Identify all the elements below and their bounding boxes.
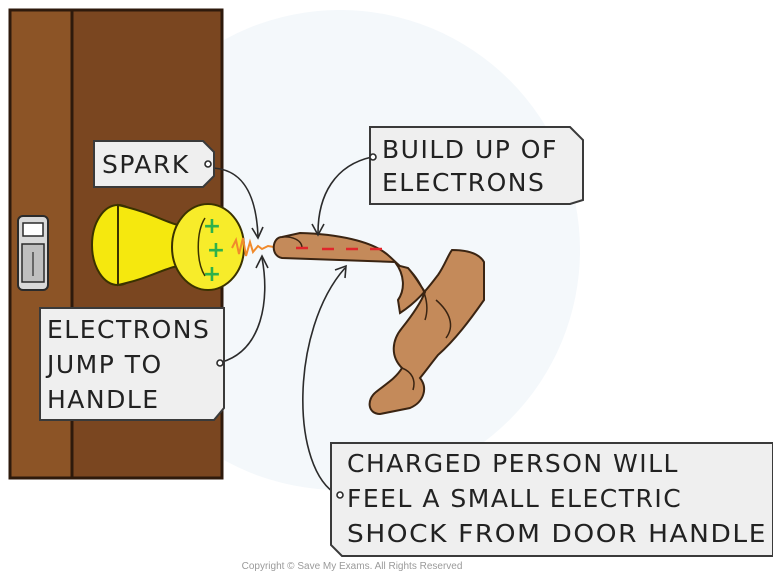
person-arrowhead (334, 264, 347, 279)
copyright-text: Copyright © Save My Exams. All Rights Re… (242, 561, 463, 571)
plus-charge: + (207, 238, 225, 263)
buildup-leader (317, 156, 373, 234)
jump-arrowhead (255, 254, 269, 269)
spark-leader (209, 167, 259, 237)
negative-charges (296, 246, 382, 251)
plus-charge: + (203, 262, 221, 287)
buildup-label-line2: ELECTRONS (382, 168, 545, 197)
person-label-line2: FEEL A SMALL ELECTRIC (347, 484, 682, 513)
spark-arrowhead (251, 226, 264, 240)
person-label-line1: CHARGED PERSON WILL (347, 449, 679, 478)
buildup-arrowhead (311, 223, 325, 237)
latch-plate (17, 215, 49, 291)
spark-label-text: SPARK (102, 150, 190, 179)
label-spark: SPARK (93, 140, 215, 188)
label-electrons-jump: ELECTRONS JUMP TO HANDLE (39, 307, 225, 421)
label-charged-person: CHARGED PERSON WILL FEEL A SMALL ELECTRI… (330, 442, 773, 557)
door-handle (91, 203, 245, 291)
hand (272, 231, 485, 416)
spark-zigzag (231, 237, 275, 257)
jump-label-line2: JUMP TO (45, 350, 163, 379)
buildup-label-line1: BUILD UP OF (382, 135, 558, 164)
person-label-line3: SHOCK FROM DOOR HANDLE (347, 519, 767, 548)
leader-lines (209, 156, 373, 496)
jump-label-line3: HANDLE (47, 385, 160, 414)
label-build-up: BUILD UP OF ELECTRONS (369, 126, 584, 205)
positive-charges: + + + (203, 214, 225, 287)
plus-charge: + (203, 214, 221, 239)
person-leader (302, 267, 346, 496)
jump-label-line1: ELECTRONS (47, 315, 210, 344)
jump-leader (221, 257, 266, 363)
